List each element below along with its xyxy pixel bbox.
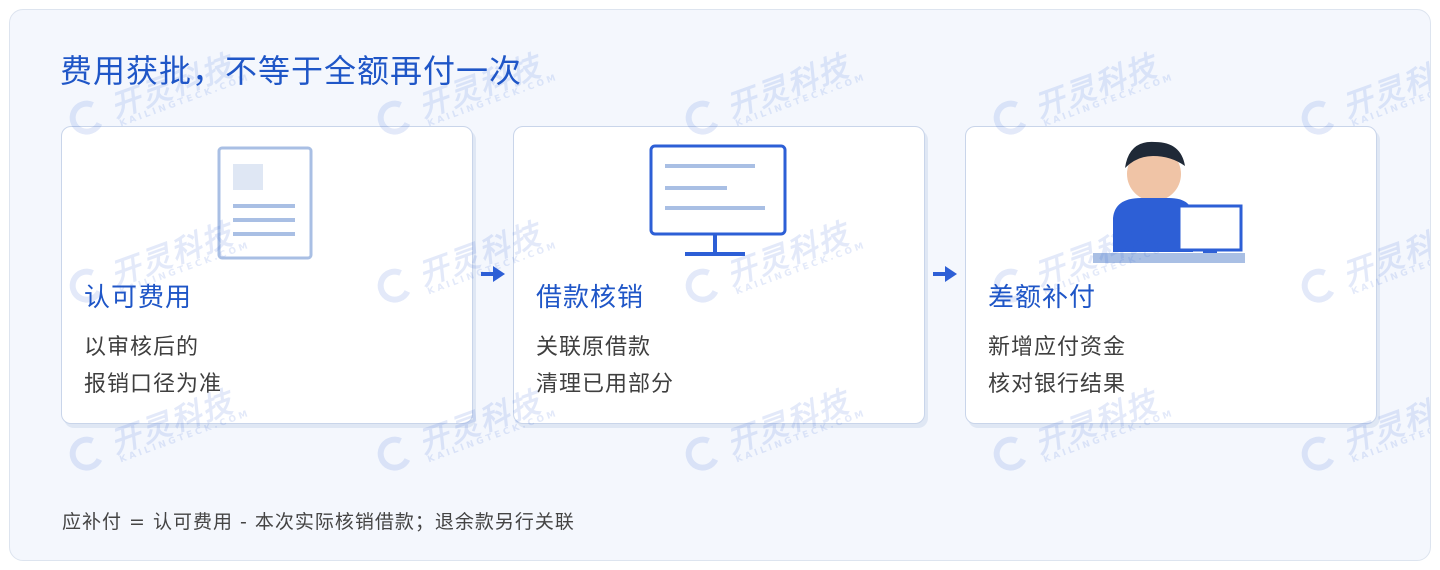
card-title: 认可费用	[84, 283, 193, 313]
card-line: 以审核后的	[84, 335, 200, 360]
card-line: 核对银行结果	[988, 372, 1127, 397]
arrow-right-icon	[933, 266, 957, 282]
person-at-computer-icon	[1093, 141, 1245, 263]
arrow-right-icon	[481, 266, 505, 282]
card-description: 新增应付资金 核对银行结果	[988, 329, 1126, 403]
card-description: 关联原借款 清理已用部分	[536, 329, 674, 403]
card-description: 以审核后的 报销口径为准	[84, 329, 222, 403]
monitor-icon	[649, 144, 787, 256]
step-card-approve-expense: 认可费用 以审核后的 报销口径为准	[61, 126, 473, 424]
document-icon	[217, 146, 313, 260]
formula-footnote: 应补付 = 认可费用 - 本次实际核销借款；退余款另行关联	[62, 511, 575, 533]
page-title: 费用获批，不等于全额再付一次	[60, 52, 523, 90]
card-title: 借款核销	[536, 283, 645, 313]
step-card-balance-payment: 差额补付 新增应付资金 核对银行结果	[965, 126, 1377, 424]
card-line: 新增应付资金	[988, 335, 1127, 360]
card-line: 清理已用部分	[536, 372, 675, 397]
diagram-panel: 费用获批，不等于全额再付一次 认可费用 以审核后的 报销口径为准 借款核销	[9, 9, 1431, 561]
card-line: 关联原借款	[536, 335, 652, 360]
step-card-loan-writeoff: 借款核销 关联原借款 清理已用部分	[513, 126, 925, 424]
card-title: 差额补付	[988, 283, 1097, 313]
card-line: 报销口径为准	[84, 372, 223, 397]
